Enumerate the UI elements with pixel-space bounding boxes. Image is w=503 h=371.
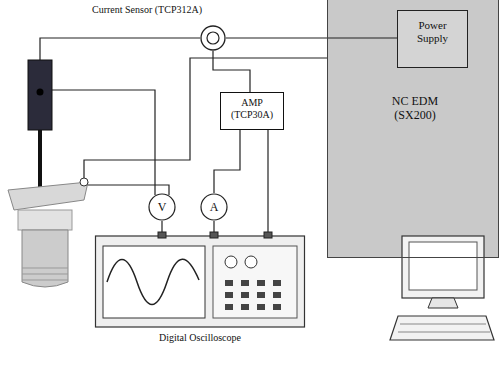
ammeter-circle: A <box>200 193 228 221</box>
node-label: A <box>200 193 228 221</box>
node-label: NC EDM (SX200) <box>383 95 447 123</box>
signal-wire <box>267 130 268 232</box>
oscilloscope-outline <box>95 232 305 328</box>
signal-wire <box>213 51 250 92</box>
current-sensor-outline <box>200 25 226 51</box>
wire <box>52 90 155 195</box>
work-table <box>8 182 88 210</box>
node-label: Digital Oscilloscope <box>95 332 305 344</box>
voltmeter-circle: V <box>148 193 176 221</box>
wire <box>78 185 169 195</box>
work-thread <box>22 268 68 280</box>
amplifier-box: AMP (TCP30A) <box>220 92 284 130</box>
node-label: V <box>148 193 176 221</box>
edm-machine: NC EDM (SX200) Power Supply <box>327 0 499 258</box>
electrode-holder <box>28 60 52 130</box>
power-supply-box: Power Supply <box>397 10 468 68</box>
holder-dot <box>37 89 44 96</box>
work-cylinder <box>22 230 68 287</box>
work-fixture <box>18 210 72 230</box>
wire <box>84 58 327 178</box>
wire <box>40 38 200 60</box>
computer-screen <box>409 242 477 290</box>
computer-monitor <box>402 236 484 298</box>
oscilloscope: Digital Oscilloscope <box>95 232 305 328</box>
node-label: AMP (TCP30A) <box>226 97 278 120</box>
current-sensor: Current Sensor (TCP312A) <box>200 25 226 51</box>
computer-stand <box>428 298 458 308</box>
edm-machine-fill <box>327 0 499 258</box>
work-clip <box>80 178 88 186</box>
power-supply-box-fill <box>397 10 468 68</box>
amplifier-box-fill <box>220 92 284 130</box>
node-label: Current Sensor (TCP312A) <box>92 4 118 16</box>
computer-keyboard <box>390 316 494 340</box>
signal-wire <box>161 221 162 232</box>
keyboard-keys <box>398 324 490 332</box>
signal-wire <box>226 37 397 38</box>
signal-wire <box>214 130 240 193</box>
node-label: Power Supply <box>410 19 456 44</box>
signal-wire <box>213 221 214 232</box>
